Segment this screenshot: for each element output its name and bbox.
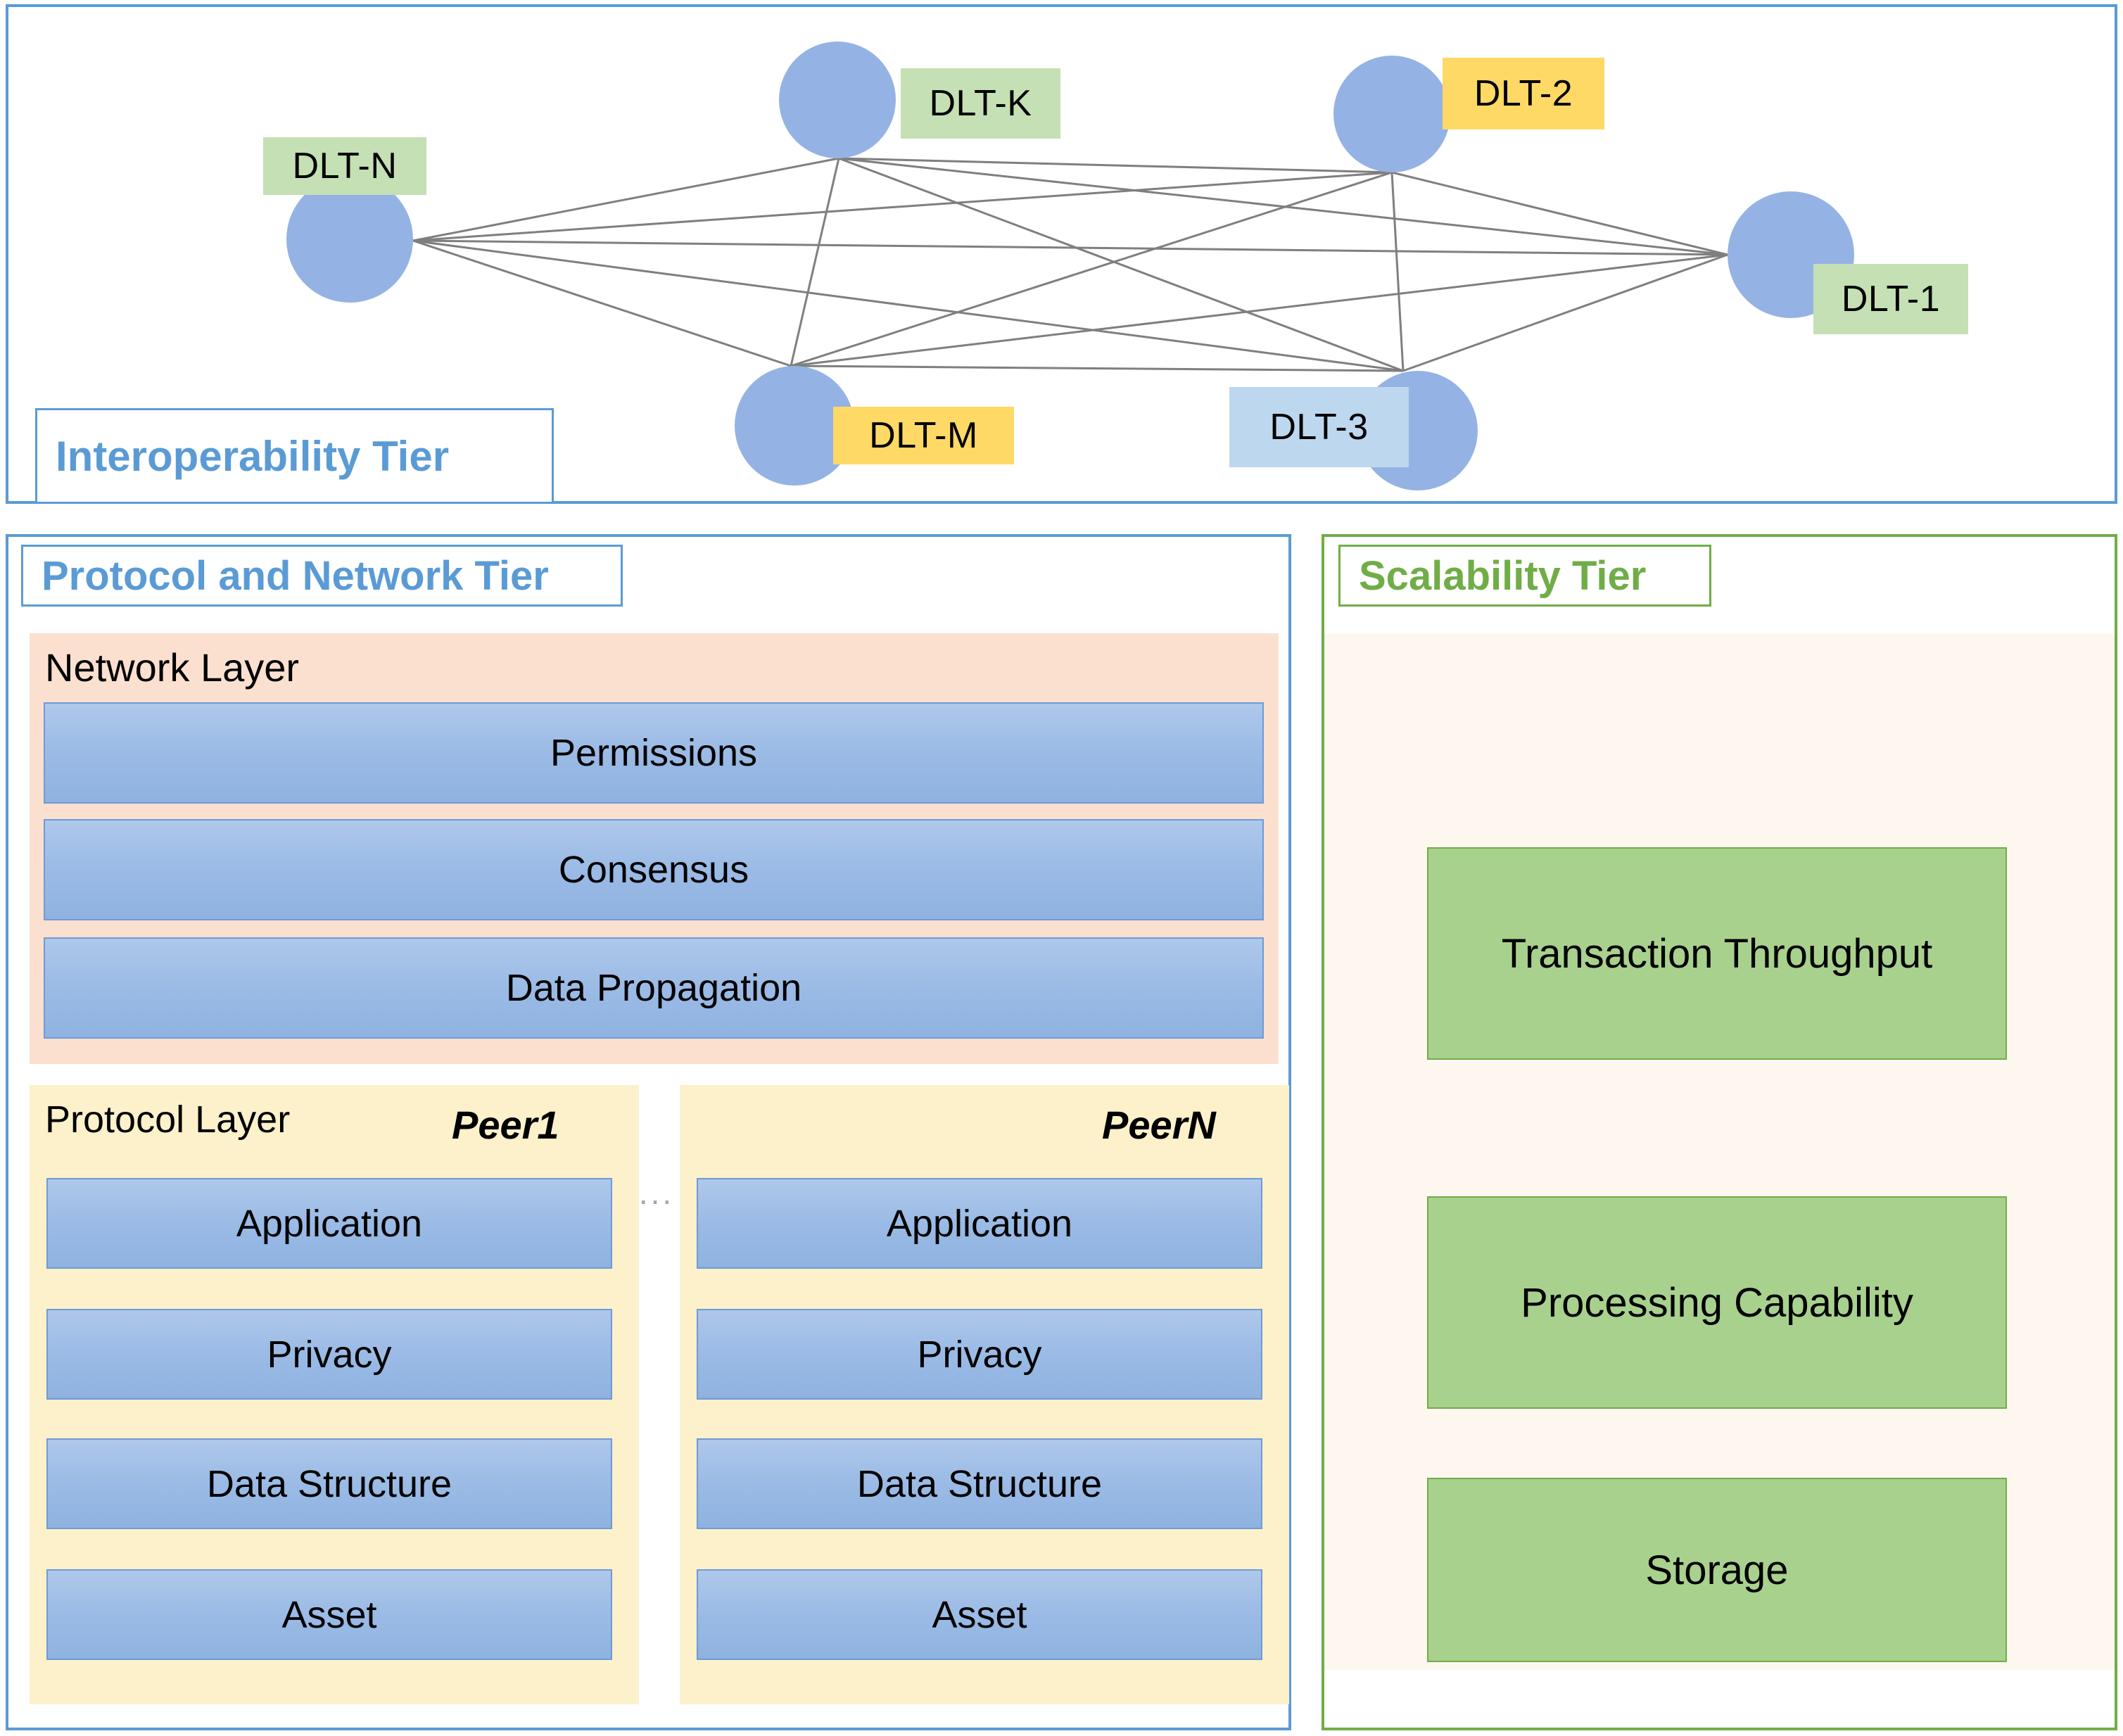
dlt-edge-dlt-2-dlt-1 <box>1391 171 1728 256</box>
network-layer-caption: Network Layer <box>45 645 300 690</box>
scalability-item-processing-capability-label: Processing Capability <box>1521 1279 1913 1326</box>
peern-item-asset[interactable]: Asset <box>697 1569 1262 1660</box>
network-layer-item-consensus[interactable]: Consensus <box>44 819 1264 920</box>
protocol-layer-peern-group: PeerN Application Privacy Data Structure… <box>680 1085 1289 1704</box>
peer1-item-application[interactable]: Application <box>46 1178 612 1269</box>
peer1-item-asset-label: Asset <box>281 1593 377 1636</box>
protocol-and-network-tier-label: Protocol and Network Tier <box>21 545 623 607</box>
scalability-item-transaction-throughput-label: Transaction Throughput <box>1501 930 1933 977</box>
scalability-item-storage[interactable]: Storage <box>1427 1478 2007 1662</box>
dlt-edge-dlt-n-dlt-k <box>412 157 839 242</box>
peer1-item-application-label: Application <box>236 1202 423 1245</box>
scalability-tier-body: Transaction Throughput Processing Capabi… <box>1324 633 2115 1670</box>
peer1-item-data-structure-label: Data Structure <box>206 1462 452 1505</box>
dlt-edge-dlt-n-dlt-3 <box>412 239 1404 372</box>
peer1-tag: Peer1 <box>452 1103 559 1147</box>
network-layer-item-permissions-label: Permissions <box>550 732 758 774</box>
scalability-item-transaction-throughput[interactable]: Transaction Throughput <box>1427 847 2007 1060</box>
dlt-edge-dlt-m-dlt-3 <box>790 365 1404 372</box>
dlt-node-dlt-k[interactable] <box>779 42 896 158</box>
dlt-edge-dlt-1-dlt-m <box>790 253 1728 367</box>
network-layer-group: Network Layer Permissions Consensus Data… <box>30 633 1279 1064</box>
dlt-edge-dlt-n-dlt-2 <box>412 171 1393 242</box>
dlt-edge-dlt-2-dlt-3 <box>1390 172 1405 372</box>
peer1-item-data-structure[interactable]: Data Structure <box>46 1438 612 1529</box>
peern-item-application[interactable]: Application <box>697 1178 1262 1269</box>
dlt-node-label-dlt-n: DLT-N <box>263 137 426 195</box>
dlt-edge-dlt-1-dlt-3 <box>1402 253 1728 372</box>
peern-item-data-structure[interactable]: Data Structure <box>697 1438 1262 1529</box>
dlt-node-dlt-2[interactable] <box>1333 56 1450 172</box>
interoperability-tier-label: Interoperability Tier <box>35 408 554 504</box>
peern-tag: PeerN <box>1102 1103 1216 1147</box>
dlt-node-label-dlt-3: DLT-3 <box>1229 387 1409 467</box>
peern-item-application-label: Application <box>886 1202 1073 1245</box>
scalability-item-storage-label: Storage <box>1645 1547 1789 1593</box>
network-layer-item-consensus-label: Consensus <box>558 849 749 891</box>
scalability-item-processing-capability[interactable]: Processing Capability <box>1427 1196 2007 1409</box>
dlt-edge-dlt-k-dlt-2 <box>838 157 1393 174</box>
dlt-node-dlt-n[interactable] <box>286 176 413 303</box>
dlt-edge-dlt-k-dlt-m <box>790 158 840 367</box>
protocol-layer-peer1-group: Protocol Layer Peer1 Application Privacy… <box>30 1085 639 1704</box>
protocol-layer-caption: Protocol Layer <box>45 1098 291 1141</box>
peer1-item-asset[interactable]: Asset <box>46 1569 612 1660</box>
dlt-node-label-dlt-m: DLT-M <box>833 407 1014 464</box>
dlt-edge-dlt-k-dlt-3 <box>838 157 1404 372</box>
dlt-edge-dlt-n-dlt-1 <box>412 239 1728 256</box>
protocol-and-network-tier-text: Protocol and Network Tier <box>42 552 549 599</box>
scalability-tier-label: Scalability Tier <box>1338 545 1711 607</box>
peern-item-asset-label: Asset <box>932 1593 1027 1636</box>
dlt-node-label-dlt-1: DLT-1 <box>1813 264 1968 334</box>
peer1-item-privacy-label: Privacy <box>267 1333 392 1376</box>
scalability-tier-text: Scalability Tier <box>1359 552 1647 599</box>
dlt-edge-dlt-n-dlt-m <box>412 239 792 367</box>
network-layer-item-data-propagation-label: Data Propagation <box>505 967 802 1009</box>
dlt-node-label-dlt-2: DLT-2 <box>1443 58 1604 129</box>
peers-ellipsis: ... <box>638 1174 675 1211</box>
network-layer-item-permissions[interactable]: Permissions <box>44 702 1264 804</box>
interoperability-tier-text: Interoperability Tier <box>56 432 450 480</box>
dlt-edge-dlt-2-dlt-m <box>790 171 1393 367</box>
dlt-node-label-dlt-k: DLT-K <box>901 68 1060 139</box>
dlt-network-graph <box>412 157 1728 372</box>
peern-item-data-structure-label: Data Structure <box>856 1462 1103 1505</box>
network-layer-item-data-propagation[interactable]: Data Propagation <box>44 937 1264 1039</box>
peern-item-privacy[interactable]: Privacy <box>697 1309 1262 1400</box>
peer1-item-privacy[interactable]: Privacy <box>46 1309 612 1400</box>
peern-item-privacy-label: Privacy <box>917 1333 1042 1376</box>
